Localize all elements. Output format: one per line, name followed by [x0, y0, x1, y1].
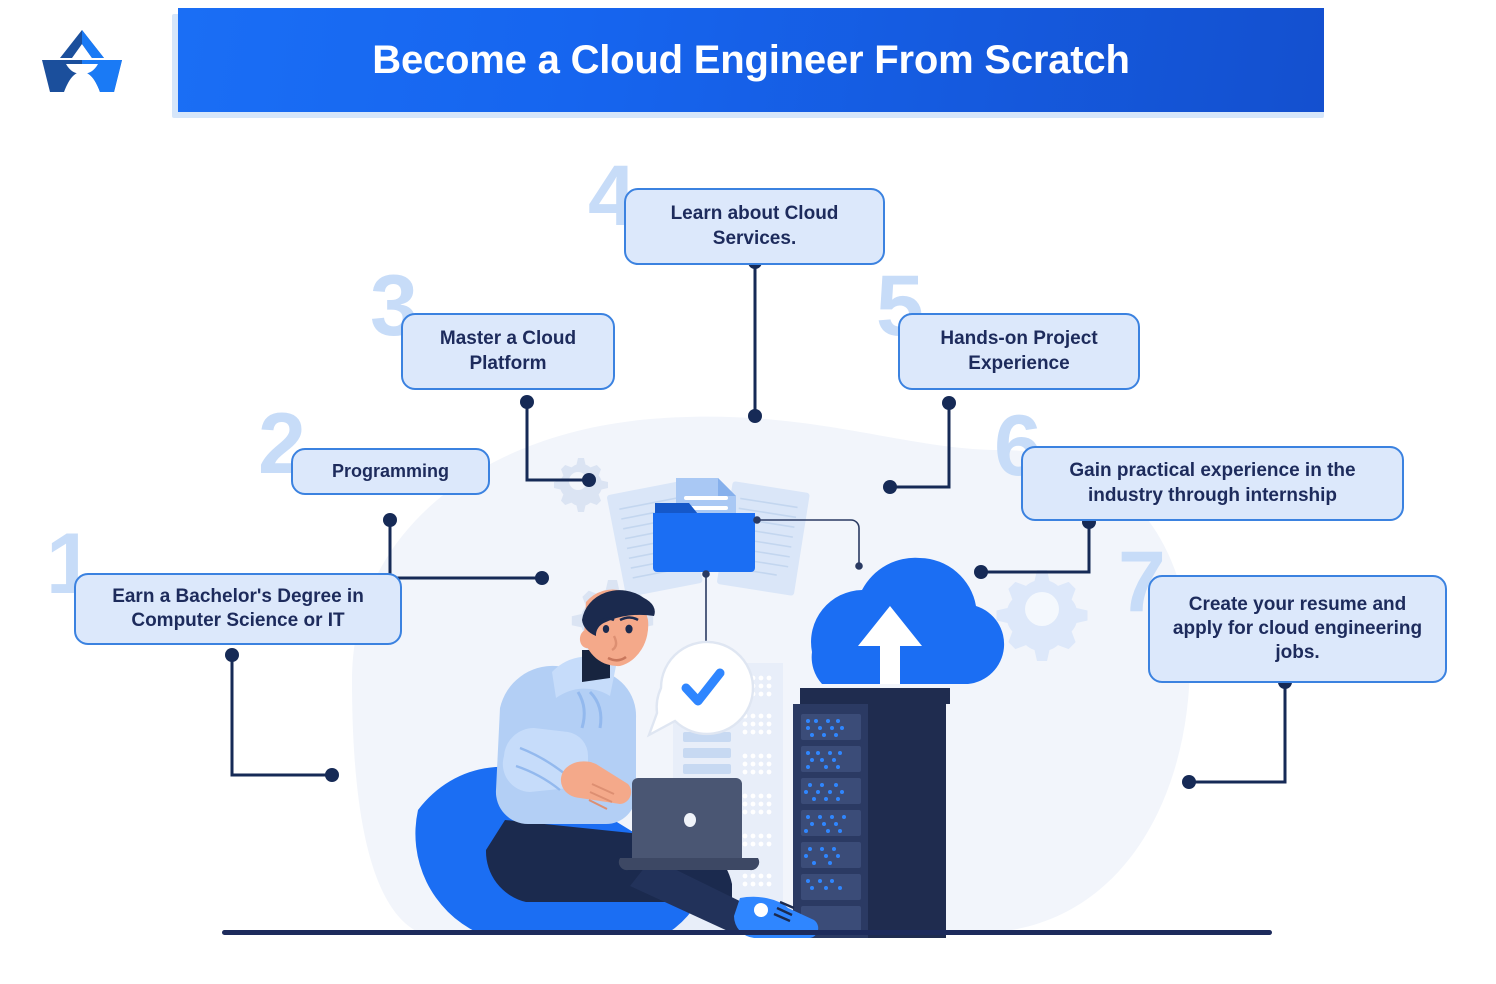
connector-step-1: [230, 653, 334, 777]
step-label-3: Master a Cloud Platform: [439, 328, 577, 374]
checkmark-speech-bubble: [646, 640, 755, 738]
step-label-5: Hands-on Project Experience: [940, 328, 1098, 374]
cloud-upload-icon: [811, 557, 1005, 684]
connector-step-6: [979, 520, 1091, 574]
step-box-2[interactable]: Programming: [291, 448, 490, 495]
step-box-1[interactable]: Earn a Bachelor's Degree in Computer Sci…: [74, 573, 402, 645]
step-box-7[interactable]: Create your resume and apply for cloud e…: [1148, 575, 1447, 683]
step-label-4: Learn about Cloud Services.: [670, 203, 839, 249]
step-box-3[interactable]: Master a Cloud Platform: [401, 313, 615, 390]
step-label-1: Earn a Bachelor's Degree in Computer Sci…: [112, 585, 364, 631]
connector-lines: [230, 260, 1287, 784]
step-box-5[interactable]: Hands-on Project Experience: [898, 313, 1140, 390]
person-with-laptop: [485, 589, 819, 938]
central-illustration: [222, 255, 1292, 938]
step-label-2: Programming: [331, 460, 450, 481]
server-rack: [793, 688, 950, 938]
step-box-4[interactable]: Learn about Cloud Services.: [624, 188, 885, 265]
step-box-6[interactable]: Gain practical experience in the industr…: [1021, 446, 1404, 521]
connector-step-5: [888, 401, 951, 489]
ground-line: [222, 930, 1272, 935]
gear-icon: [996, 570, 1088, 661]
page-title: Become a Cloud Engineer From Scratch: [372, 38, 1130, 82]
star-crown-logo: [42, 30, 122, 92]
step-label-6: Gain practical experience in the industr…: [1069, 460, 1356, 506]
header-banner: Become a Cloud Engineer From Scratch: [178, 8, 1324, 112]
connector-step-7: [1187, 680, 1287, 784]
folder-icon: [653, 503, 755, 572]
connector-step-3: [525, 400, 591, 482]
step-label-7: Create your resume and apply for cloud e…: [1172, 593, 1423, 664]
folder-to-cloud-line: [753, 516, 863, 570]
